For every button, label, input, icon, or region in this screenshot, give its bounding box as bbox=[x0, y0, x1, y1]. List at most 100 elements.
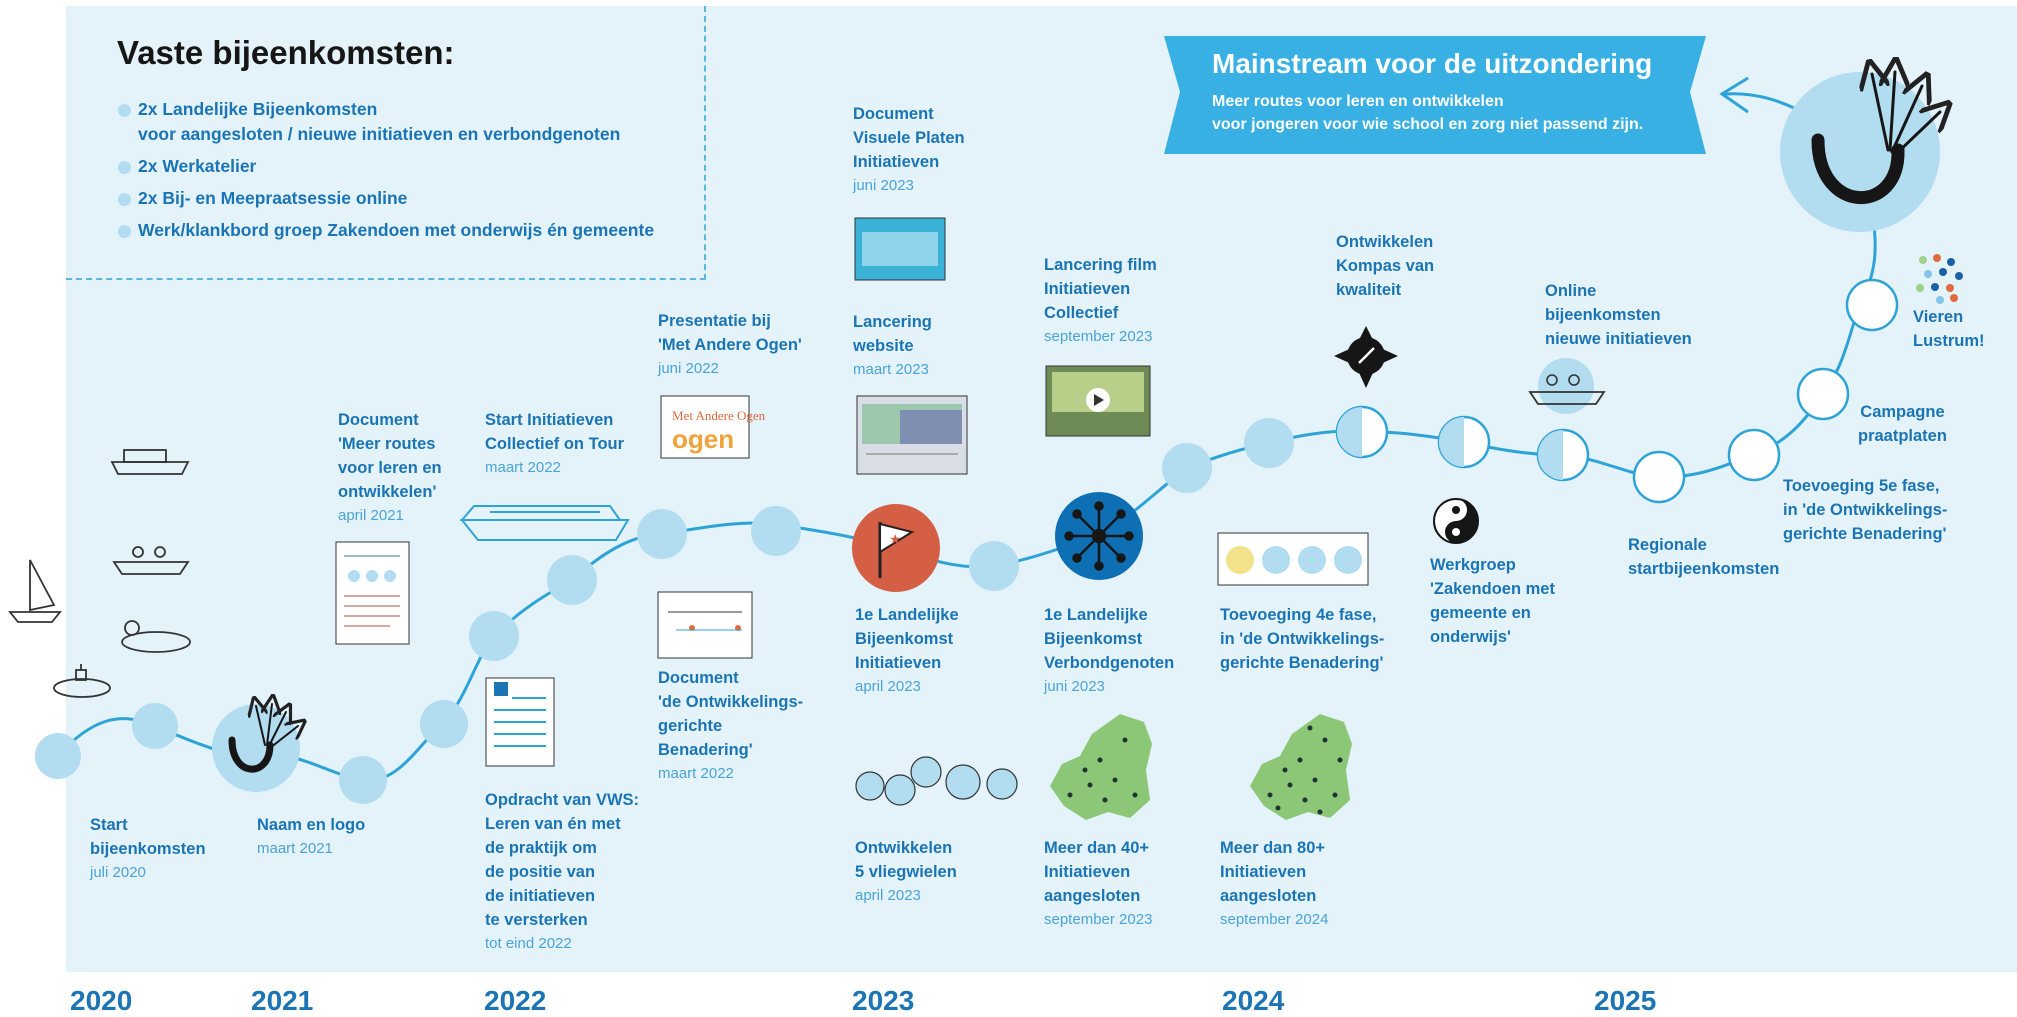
event-label: Start bijeenkomsten juli 2020 bbox=[90, 813, 206, 884]
timeline-node bbox=[1244, 418, 1294, 468]
event-date: maart 2021 bbox=[257, 840, 333, 857]
fixed-meeting-item: 2x Bij- en Meepraatsessie online bbox=[118, 186, 654, 211]
timeline-node bbox=[339, 756, 387, 804]
event-label: Ontwikkelen Kompas van kwaliteit bbox=[1336, 230, 1434, 302]
timeline-node-half bbox=[1536, 428, 1590, 482]
document-thumbnail bbox=[335, 541, 410, 645]
timeline-node bbox=[637, 509, 687, 559]
event-title: Start bijeenkomsten bbox=[90, 816, 206, 858]
event-title: Start Initiatieven Collectief on Tour bbox=[485, 411, 625, 453]
netherlands-map-icon bbox=[1250, 714, 1352, 820]
phases-thumbnail bbox=[1217, 532, 1369, 586]
fixed-meeting-item: Werk/klankbord groep Zakendoen met onder… bbox=[118, 218, 654, 243]
event-date: tot eind 2022 bbox=[485, 935, 572, 952]
event-label: Document 'de Ontwikkelings- gerichte Ben… bbox=[658, 666, 803, 785]
event-date: maart 2022 bbox=[658, 765, 734, 782]
document-thumbnail bbox=[657, 591, 753, 659]
event-date: april 2023 bbox=[855, 678, 921, 695]
event-label: Campagne praatplaten bbox=[1858, 400, 1947, 448]
event-title: Vieren Lustrum! bbox=[1913, 308, 1985, 350]
timeline-node-open bbox=[1845, 278, 1899, 332]
event-label: Start Initiatieven Collectief on Tour ma… bbox=[485, 408, 624, 479]
event-date: september 2023 bbox=[1044, 328, 1153, 345]
document-thumbnail bbox=[854, 217, 946, 281]
banner-arrow bbox=[1724, 92, 1795, 110]
banner-arrow-head bbox=[1719, 76, 1749, 114]
event-date: juni 2023 bbox=[1044, 678, 1105, 695]
event-title: Online bijeenkomsten nieuwe initiatieven bbox=[1545, 282, 1692, 348]
event-label: 1e Landelijke Bijeenkomst Verbondgenoten… bbox=[1044, 603, 1174, 698]
event-date: juni 2022 bbox=[658, 360, 719, 377]
event-title: Naam en logo bbox=[257, 816, 366, 834]
event-title: Lancering film Initiatieven Collectief bbox=[1044, 256, 1157, 322]
event-title: Toevoeging 5e fase, in 'de Ontwikkelings… bbox=[1783, 477, 1948, 543]
year-label: 2023 bbox=[852, 985, 915, 1016]
svg-text:Met Andere Ogen: Met Andere Ogen bbox=[672, 408, 766, 423]
event-title: Document 'de Ontwikkelings- gerichte Ben… bbox=[658, 669, 804, 759]
video-thumbnail bbox=[1045, 365, 1151, 437]
timeline-node-flag bbox=[852, 504, 940, 592]
timeline-node bbox=[1162, 443, 1212, 493]
logo-arrows-icon bbox=[1811, 72, 1940, 205]
website-thumbnail bbox=[856, 395, 968, 475]
compass-icon bbox=[1334, 326, 1398, 388]
timeline-panel bbox=[66, 6, 2017, 972]
event-title: Toevoeging 4e fase, in 'de Ontwikkelings… bbox=[1220, 606, 1385, 672]
timeline-node bbox=[751, 506, 801, 556]
event-label: Online bijeenkomsten nieuwe initiatieven bbox=[1545, 279, 1692, 351]
svg-text:★: ★ bbox=[889, 532, 902, 548]
event-title: Opdracht van VWS: Leren van én met de pr… bbox=[485, 791, 640, 929]
event-title: Document Visuele Platen Initiatieven bbox=[853, 105, 965, 171]
fixed-meeting-item: 2x Werkatelier bbox=[118, 154, 654, 179]
yin-yang-icon bbox=[1433, 498, 1479, 544]
event-title: Campagne praatplaten bbox=[1858, 403, 1947, 445]
fixed-meeting-item: 2x Landelijke Bijeenkomsten voor aangesl… bbox=[118, 97, 654, 147]
rowboat-icon bbox=[110, 449, 190, 475]
event-label: Toevoeging 5e fase, in 'de Ontwikkelings… bbox=[1783, 474, 1947, 546]
year-label: 2024 bbox=[1222, 985, 1285, 1016]
duck-boat-icon bbox=[121, 620, 191, 653]
event-label: Ontwikkelen 5 vliegwielen april 2023 bbox=[855, 836, 957, 907]
submarine-icon bbox=[53, 664, 111, 698]
event-date: september 2023 bbox=[1044, 911, 1153, 928]
event-label: Toevoeging 4e fase, in 'de Ontwikkelings… bbox=[1220, 603, 1384, 675]
svg-text:ogen: ogen bbox=[672, 424, 734, 454]
sailboat-icon bbox=[8, 559, 62, 623]
rowboat-icon bbox=[1528, 358, 1606, 414]
event-label: Naam en logo maart 2021 bbox=[257, 813, 365, 860]
banner-title: Mainstream voor de uitzondering bbox=[1212, 48, 1653, 79]
fixed-meetings-box bbox=[66, 6, 706, 280]
timeline-node bbox=[547, 555, 597, 605]
timeline-node-logo bbox=[212, 704, 300, 792]
event-date: september 2024 bbox=[1220, 911, 1329, 928]
met-andere-ogen-logo: Met Andere Ogen ogen bbox=[672, 408, 766, 454]
fixed-meetings-title: Vaste bijeenkomsten: bbox=[117, 34, 455, 71]
timeline-node-half bbox=[1437, 415, 1491, 469]
timeline-node-open bbox=[1796, 367, 1850, 421]
year-label: 2022 bbox=[484, 985, 547, 1016]
event-date: maart 2022 bbox=[485, 459, 561, 476]
event-date: april 2023 bbox=[855, 887, 921, 904]
timeline-node bbox=[35, 733, 81, 779]
event-label: Presentatie bij 'Met Andere Ogen' juni 2… bbox=[658, 309, 802, 380]
logo-arrows-icon bbox=[228, 704, 298, 773]
event-date: juni 2023 bbox=[853, 177, 914, 194]
event-title: Ontwikkelen 5 vliegwielen bbox=[855, 839, 957, 881]
network-icon bbox=[1064, 501, 1134, 571]
banner-ribbon bbox=[1164, 36, 1706, 154]
event-label: Document 'Meer routes voor leren en ontw… bbox=[338, 408, 442, 527]
event-label: Opdracht van VWS: Leren van én met de pr… bbox=[485, 788, 639, 955]
event-title: Meer dan 80+ Initiatieven aangesloten bbox=[1220, 839, 1326, 905]
event-date: april 2021 bbox=[338, 507, 404, 524]
event-title: Werkgroep 'Zakendoen met gemeente en ond… bbox=[1430, 556, 1555, 646]
event-title: 1e Landelijke Bijeenkomst Initiatieven bbox=[855, 606, 959, 672]
timeline-node bbox=[420, 700, 468, 748]
lustrum-dots-icon bbox=[1916, 254, 1963, 304]
event-label: Meer dan 40+ Initiatieven aangesloten se… bbox=[1044, 836, 1152, 931]
event-label: Lancering film Initiatieven Collectief s… bbox=[1044, 253, 1157, 348]
event-date: maart 2023 bbox=[853, 361, 929, 378]
timeline-node bbox=[469, 611, 519, 661]
event-label: Werkgroep 'Zakendoen met gemeente en ond… bbox=[1430, 553, 1555, 649]
timeline-node-open bbox=[1727, 428, 1781, 482]
